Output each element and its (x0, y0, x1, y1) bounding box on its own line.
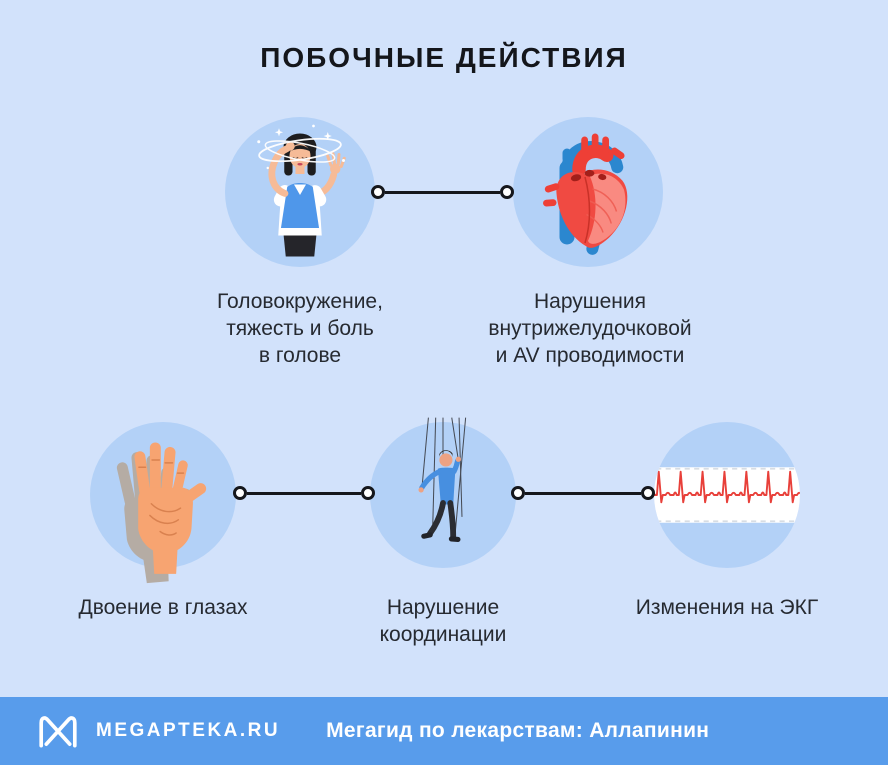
dizziness-swirl (258, 137, 342, 163)
feature-ecg-changes (654, 422, 800, 568)
connector-line (385, 190, 500, 194)
marionette-icon (370, 417, 516, 568)
connector-ring-icon (361, 486, 375, 500)
caption-conduction: Нарушения внутрижелудочковой и AV провод… (488, 290, 692, 367)
heart-body (543, 169, 628, 248)
brand-name: MEGAPTEKA.RU (96, 720, 281, 741)
aorta (572, 133, 625, 177)
footer-tagline: Мегагид по лекарствам: Аллапинин (326, 719, 710, 742)
connector-ring-icon (500, 185, 514, 199)
caption-double-vision: Двоение в глазах (78, 596, 248, 619)
megapteka-logo-icon (36, 712, 80, 750)
connector-ring-icon (233, 486, 247, 500)
puppet-man (418, 450, 461, 542)
connector-line (247, 491, 361, 495)
feature-double-vision (90, 422, 236, 584)
feature-dizziness (225, 117, 375, 267)
connector-3 (511, 486, 655, 500)
ecg-band (654, 467, 800, 523)
main-hand (134, 442, 207, 574)
connector-ring-icon (371, 185, 385, 199)
connector-ring-icon (511, 486, 525, 500)
connector-ring-icon (641, 486, 655, 500)
caption-coordination: Нарушение координации (379, 596, 507, 646)
connector-line (525, 491, 641, 495)
page-title: ПОБОЧНЫЕ ДЕЙСТВИЯ (260, 42, 628, 73)
stars (257, 124, 345, 170)
caption-dizziness: Головокружение, тяжесть и боль в голове (217, 290, 383, 367)
feature-conduction (513, 117, 663, 267)
caption-ecg-changes: Изменения на ЭКГ (635, 596, 819, 619)
connector-2 (233, 486, 375, 500)
double-vision-hand-icon (90, 422, 236, 584)
dizzy-person-icon (225, 117, 375, 267)
ecg-waveform (654, 470, 800, 504)
connector-1 (371, 185, 514, 199)
puppet-strings (421, 417, 467, 539)
feature-coordination (370, 417, 516, 568)
ecg-strip-icon (654, 422, 800, 568)
anatomical-heart-icon (513, 117, 663, 267)
footer-bar: MEGAPTEKA.RU Мегагид по лекарствам: Алла… (0, 697, 888, 765)
